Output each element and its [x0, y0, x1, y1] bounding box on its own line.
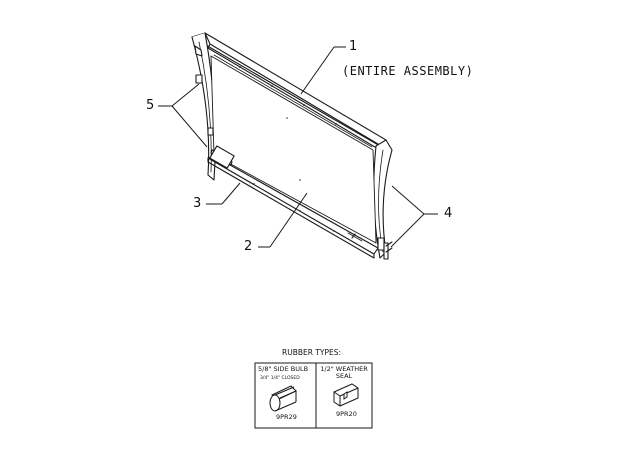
callout-1: 1 [349, 39, 358, 54]
weather-seal-profile [333, 383, 359, 407]
weather-seal-code: 9PR20 [336, 410, 357, 418]
side-bulb-code: 9PR29 [276, 413, 297, 421]
callout-3: 3 [193, 196, 202, 211]
rubber-types-title: RUBBER TYPES: [282, 348, 342, 357]
side-bulb-label: 5/8" SIDE BULB [258, 365, 309, 373]
callout-5: 5 [146, 98, 155, 113]
weather-seal-label: 1/2" WEATHER SEAL [320, 365, 368, 380]
callout-2: 2 [244, 239, 253, 254]
side-bulb-profile [269, 385, 297, 412]
leader-lines [158, 46, 438, 248]
side-bulb-sublabel: 3/4" 1/4" CLOSED [260, 376, 300, 381]
right-side-rail [373, 139, 393, 260]
entire-assembly-note: (ENTIRE ASSEMBLY) [342, 64, 474, 78]
window-panel [210, 55, 377, 244]
rubber-types-table [254, 362, 373, 429]
callout-4: 4 [444, 206, 453, 221]
bottom-rail [207, 145, 379, 259]
